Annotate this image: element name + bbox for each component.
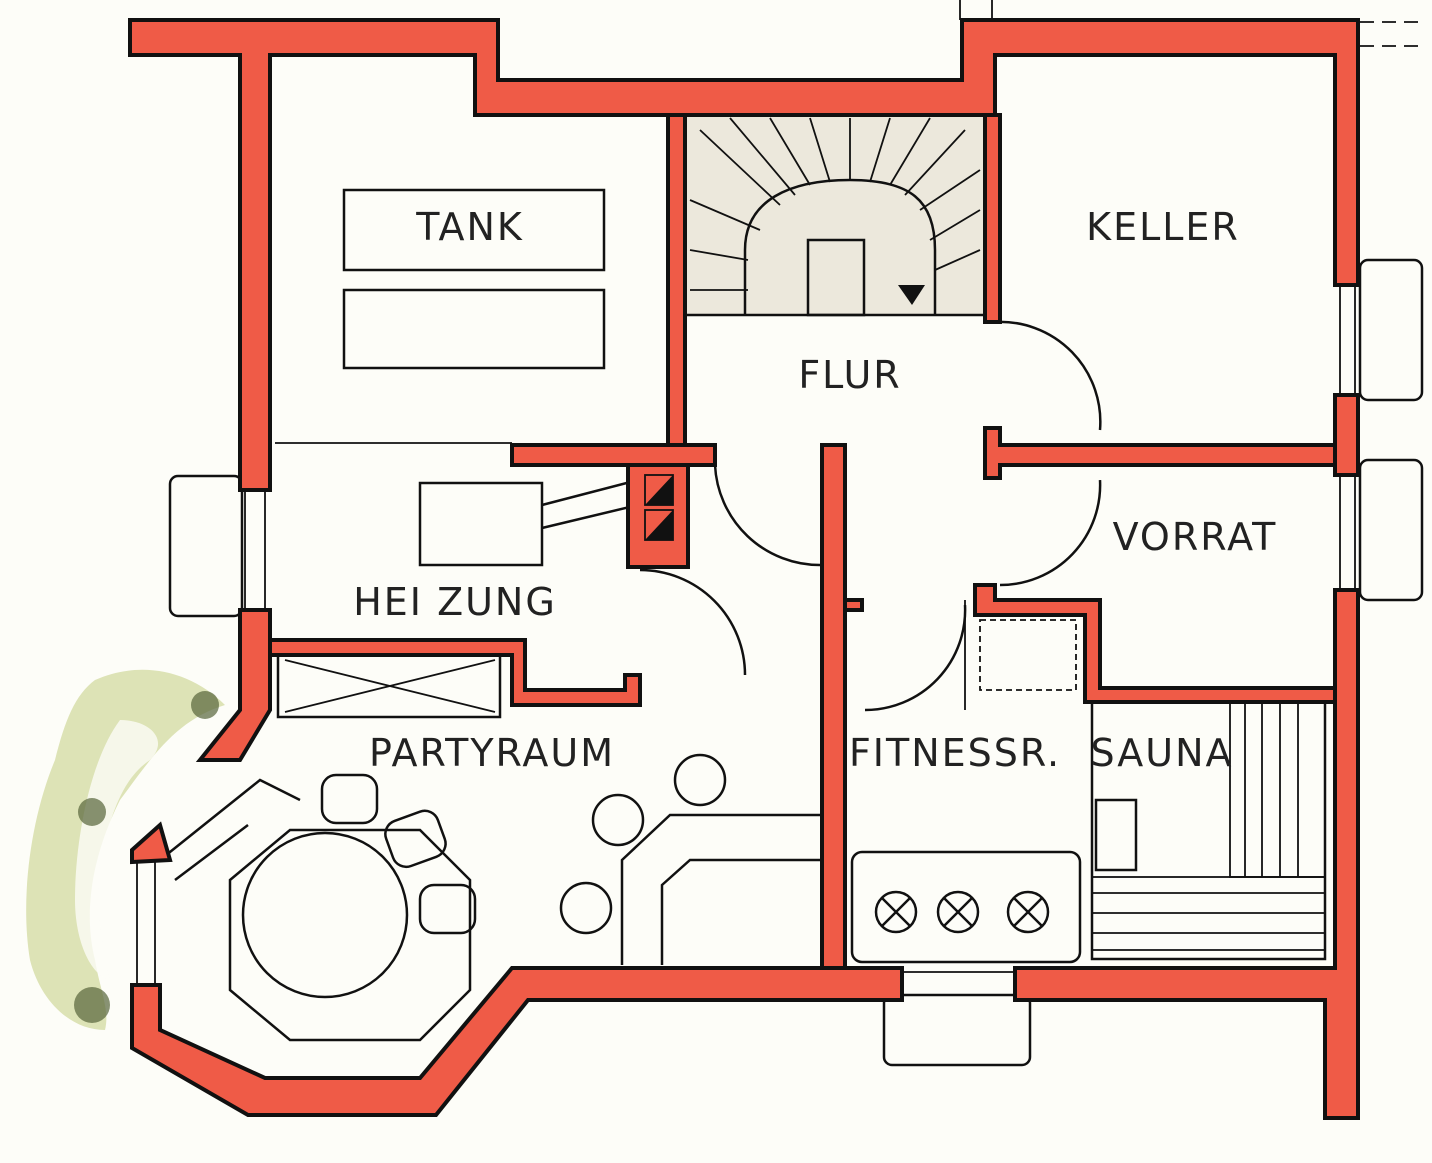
door-swings	[639, 320, 1102, 712]
room-label-tank: TANK	[415, 205, 524, 249]
room-label-flur: FLUR	[798, 353, 901, 397]
room-label-sauna: SAUNA	[1090, 731, 1233, 775]
party-furniture	[159, 653, 830, 1042]
tank-outline	[342, 188, 606, 370]
stove-burner-icon	[1006, 890, 1050, 934]
stove-burner-icon	[936, 890, 980, 934]
room-label-partyraum: PARTYRAUM	[369, 731, 615, 775]
stove-burner-icon	[874, 890, 918, 934]
plant-icon	[26, 669, 225, 1030]
room-label-fitness: FITNESSR.	[849, 731, 1061, 775]
stair-arrow-icon	[898, 285, 925, 305]
room-label-keller: KELLER	[1086, 205, 1240, 249]
window-sashes	[136, 285, 1356, 996]
heating-unit	[275, 442, 639, 567]
window-box	[168, 0, 1425, 1067]
fitness-equipment	[850, 619, 1082, 964]
stair-shade	[685, 115, 985, 315]
room-label-heizung: HEI ZUNG	[353, 580, 557, 624]
chimney	[626, 460, 690, 569]
walls	[128, 18, 1360, 1120]
room-label-vorrat: VORRAT	[1113, 515, 1278, 559]
